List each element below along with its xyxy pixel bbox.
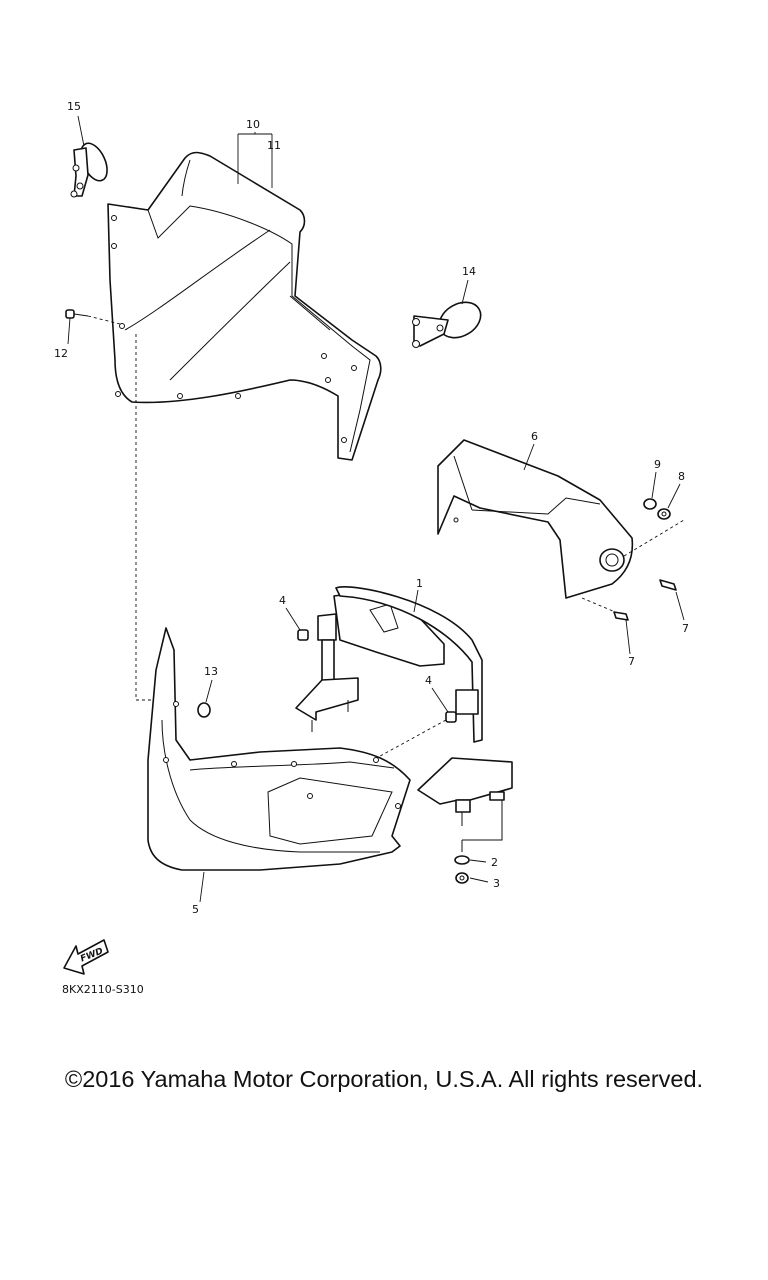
lower-cowl-5 bbox=[147, 627, 411, 871]
callout-6: 6 bbox=[531, 430, 538, 443]
callout-8: 8 bbox=[678, 470, 685, 483]
callout-4b: 4 bbox=[425, 674, 432, 687]
cover-panel-6 bbox=[437, 439, 685, 615]
bracket-1 bbox=[295, 586, 513, 826]
callout-12: 12 bbox=[54, 347, 68, 360]
callout-5: 5 bbox=[192, 903, 199, 916]
grommet-13 bbox=[197, 702, 211, 718]
nut-9-washer-8 bbox=[643, 498, 671, 520]
screw-12 bbox=[65, 309, 160, 701]
callout-10: 10 bbox=[246, 118, 260, 131]
fwd-label: FWD bbox=[79, 946, 105, 964]
callout-2: 2 bbox=[491, 856, 498, 869]
windshield bbox=[107, 151, 382, 461]
leader-lines bbox=[67, 115, 685, 903]
callout-7a: 7 bbox=[682, 622, 689, 635]
callout-15: 15 bbox=[67, 100, 81, 113]
mirror-right bbox=[412, 301, 482, 348]
washer-2-nut-3 bbox=[454, 800, 503, 884]
callout-13: 13 bbox=[204, 665, 218, 678]
callout-4a: 4 bbox=[279, 594, 286, 607]
callout-14: 14 bbox=[462, 265, 476, 278]
callout-11: 11 bbox=[267, 139, 281, 152]
callout-9: 9 bbox=[654, 458, 661, 471]
callout-1: 1 bbox=[416, 577, 423, 590]
callout-7b: 7 bbox=[628, 655, 635, 668]
mirror-left bbox=[70, 142, 108, 198]
copyright-notice: ©2016 Yamaha Motor Corporation, U.S.A. A… bbox=[64, 1066, 704, 1092]
screws-7 bbox=[613, 579, 677, 621]
fwd-arrow-icon: FWD bbox=[63, 939, 109, 975]
parts-diagram: 15 10 11 12 14 6 9 8 7 7 1 4 4 13 5 2 3 … bbox=[54, 100, 689, 975]
diagram-code: 8KX2110-S310 bbox=[62, 983, 144, 996]
callout-3: 3 bbox=[493, 877, 500, 890]
